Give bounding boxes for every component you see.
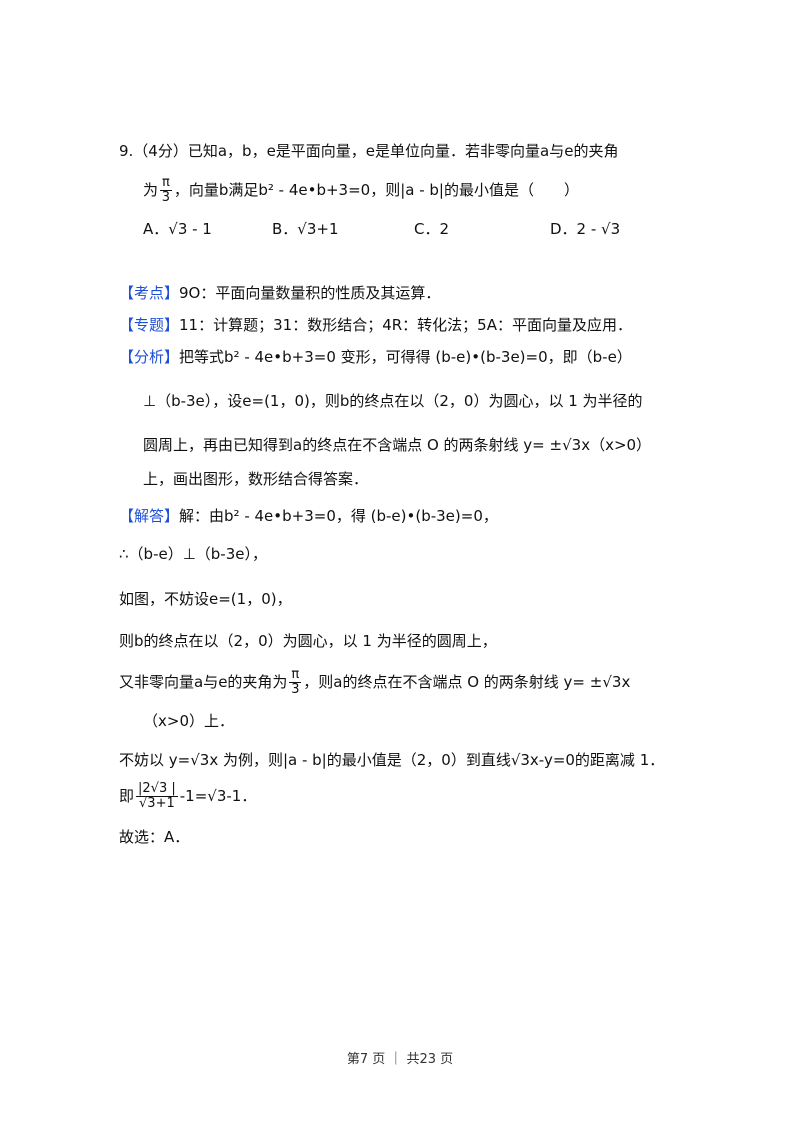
jieda-line-6: （x>0）上． [143, 712, 234, 730]
fenxi-line-4: 上，画出图形，数形结合得答案． [143, 470, 369, 488]
fenxi-line-3: 圆周上，再由已知得到a的终点在不含端点 O 的两条射线 y= ±√3x（x>0） [143, 436, 652, 454]
zhuanti-tag: 【专题】 [119, 316, 180, 334]
page-footer: 第7 页 ｜ 共23 页 [346, 1052, 454, 1067]
fraction-denominator: 3 [161, 190, 171, 205]
jieda-line-3: 如图，不妨设e=(1，0)， [119, 590, 292, 608]
jieda-line-8-post: -1=√3-1． [179, 787, 257, 805]
jieda-line-7: 不妨以 y=√3x 为例，则|a - b|的最小值是（2，0）到直线√3x-y=… [119, 751, 665, 769]
question-line-2-pre: 为 [143, 181, 159, 199]
option-b: B．√3+1 [272, 220, 339, 238]
question-line-2-post: ，向量b满足b² - 4e•b+3=0，则|a - b|的最小值是（ ） [173, 181, 579, 199]
fenxi-text-1: 把等式b² - 4e•b+3=0 变形，可得得 (b-e)•(b-3e)=0，即… [179, 348, 632, 366]
fenxi-line-2: ⊥（b-3e），设e=(1，0)，则b的终点在以（2，0）为圆心，以 1 为半径… [143, 392, 643, 410]
distance-fraction: |2√3 |√3+1 [136, 782, 178, 811]
jieda-text-1: 解：由b² - 4e•b+3=0，得 (b-e)•(b-3e)=0， [179, 507, 498, 525]
distance-denominator: √3+1 [139, 796, 175, 811]
option-d: D．2 - √3 [550, 220, 621, 238]
fenxi-line-1: 【分析】把等式b² - 4e•b+3=0 变形，可得得 (b-e)•(b-3e)… [119, 346, 632, 368]
jieda-line-2: ∴（b-e）⊥（b-3e）， [119, 545, 267, 563]
zhuanti-line: 【专题】11：计算题；31：数形结合；4R：转化法；5A：平面向量及应用． [119, 314, 632, 336]
zhuanti-text: 11：计算题；31：数形结合；4R：转化法；5A：平面向量及应用． [179, 316, 632, 334]
distance-numerator: |2√3 | [136, 781, 178, 797]
jieda-line-5-pre: 又非零向量a与e的夹角为 [119, 673, 288, 691]
question-line-1: 9.（4分）已知a，b，e是平面向量，e是单位向量．若非零向量a与e的夹角 [119, 142, 619, 160]
fenxi-tag: 【分析】 [119, 348, 180, 366]
kaodian-line: 【考点】9O：平面向量数量积的性质及其运算． [119, 282, 440, 304]
fraction-numerator: π [160, 175, 172, 191]
fraction-numerator-2: π [289, 667, 302, 683]
option-a: A．√3 - 1 [143, 220, 212, 238]
option-c: C．2 [414, 220, 450, 238]
jieda-tag: 【解答】 [119, 507, 180, 525]
jieda-line-1: 【解答】解：由b² - 4e•b+3=0，得 (b-e)•(b-3e)=0， [119, 505, 498, 527]
jieda-line-8: 即|2√3 |√3+1-1=√3-1． [119, 782, 256, 811]
jieda-line-9: 故选：A． [119, 828, 190, 846]
jieda-line-4: 则b的终点在以（2，0）为圆心，以 1 为半径的圆周上， [119, 632, 497, 650]
jieda-line-5-post: ，则a的终点在不含端点 O 的两条射线 y= ±√3x [303, 673, 631, 691]
kaodian-text: 9O：平面向量数量积的性质及其运算． [179, 284, 441, 302]
jieda-line-8-pre: 即 [119, 787, 135, 805]
kaodian-tag: 【考点】 [119, 284, 180, 302]
fraction-denominator-2: 3 [291, 682, 300, 697]
